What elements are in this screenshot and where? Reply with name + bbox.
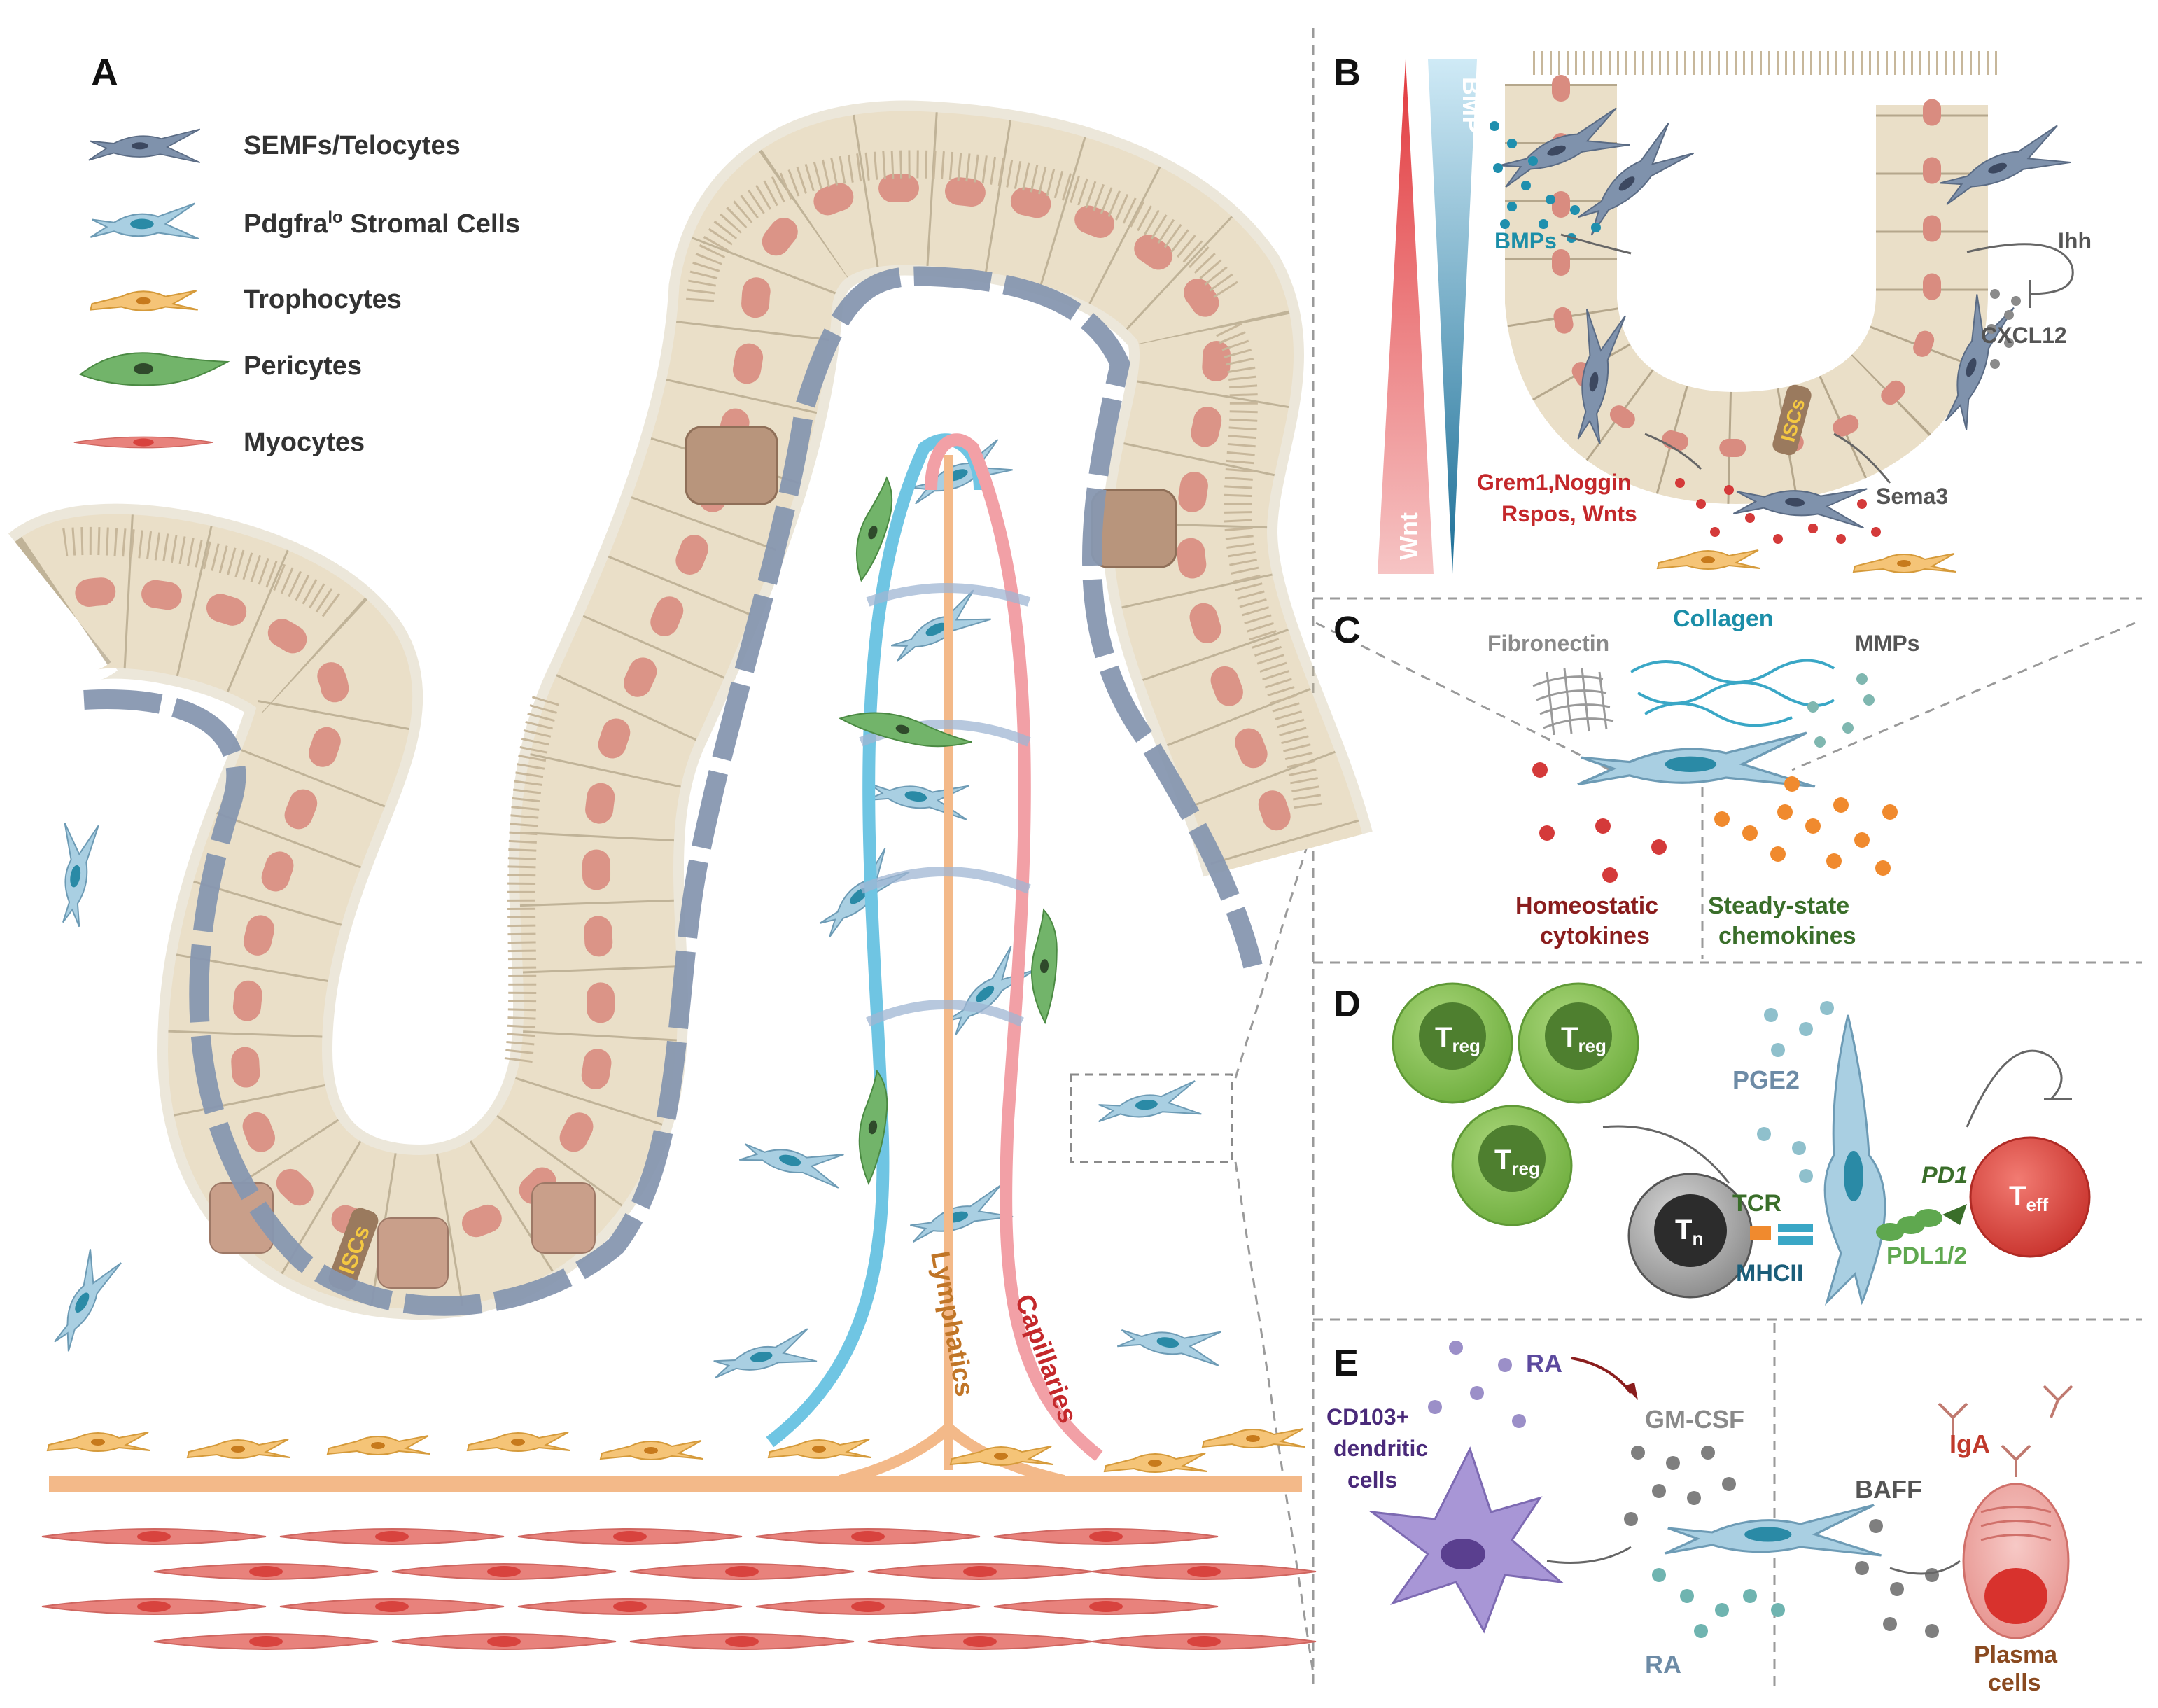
- panel-a-letter: A: [91, 52, 118, 94]
- mmps-label: MMPs: [1855, 631, 1919, 656]
- legend-label-trophocytes: Trophocytes: [244, 285, 402, 314]
- panel-d-letter: D: [1333, 983, 1361, 1025]
- bmp-dots: [1490, 121, 1601, 243]
- vessels: [49, 433, 1302, 1492]
- panel-d: D Treg Treg Treg Tn PGE2: [1333, 982, 2091, 1306]
- epithelium: ISCs: [8, 100, 1373, 1320]
- mhcii-label: MHCII: [1736, 1260, 1803, 1287]
- legend: SEMFs/Telocytes Pdgfralo Stromal Cells T…: [73, 128, 520, 457]
- ihh-label: Ihh: [2058, 228, 2092, 253]
- myocytes-a: [41, 1528, 1317, 1650]
- panel-b: B Wnt BMP ISCs BMPs: [1333, 51, 2092, 574]
- legend-label-stromal: Pdgfralo Stromal Cells: [244, 208, 520, 239]
- wnt-gradient: [1378, 59, 1434, 574]
- ra-bottom-label: RA: [1645, 1650, 1681, 1679]
- legend-item-myocytes: [73, 436, 213, 449]
- panel-b-letter: B: [1333, 52, 1361, 94]
- teff-cell: Teff: [1969, 1136, 2091, 1258]
- legend-item-telocytes: [87, 128, 201, 163]
- baff-label: BAFF: [1855, 1475, 1922, 1504]
- homeostatic-line1: Homeostatic: [1515, 892, 1658, 919]
- fibronectin-label: Fibronectin: [1487, 631, 1609, 656]
- treg-cell-2: Treg: [1518, 982, 1639, 1104]
- svg-text:Treg: Treg: [1435, 1022, 1480, 1056]
- lymphatics-label: Lymphatics: [925, 1249, 979, 1399]
- legend-item-pericytes: [79, 352, 230, 386]
- telocyte-sheath: [83, 266, 1263, 1316]
- zoom-inset-box: [1070, 1073, 1233, 1163]
- pge2-label: PGE2: [1732, 1065, 1800, 1094]
- legend-item-trophocytes: [90, 290, 199, 312]
- svg-text:Tn: Tn: [1675, 1214, 1703, 1249]
- gmcsf-label: GM-CSF: [1645, 1405, 1744, 1434]
- panel-a: A SEMFs/Telocytes Pdgfralo Stromal Cells…: [8, 52, 1373, 1650]
- cytokine-dots: [1532, 762, 1667, 883]
- bmp-label: BMP: [1457, 77, 1486, 133]
- grem-label-line1: Grem1,Noggin: [1477, 470, 1631, 495]
- pericytes-a: [838, 476, 1058, 1186]
- trophocytes-a: [47, 1428, 1305, 1473]
- ra-top-label: RA: [1526, 1349, 1562, 1378]
- tcr-label: TCR: [1732, 1190, 1781, 1217]
- dc-line3: cells: [1347, 1467, 1397, 1492]
- pdl-ligands: [1876, 1209, 1942, 1241]
- legend-label-pericytes: Pericytes: [244, 351, 362, 381]
- treg-cell-1: Treg: [1392, 982, 1513, 1104]
- plasma-line2: cells: [1988, 1670, 2041, 1696]
- crypt-b: [1505, 84, 1988, 505]
- homeostatic-line2: cytokines: [1540, 923, 1650, 949]
- tn-cell: Tn: [1627, 1172, 1753, 1298]
- bmps-label: BMPs: [1494, 228, 1557, 253]
- plasma-cell: [1962, 1483, 2070, 1639]
- pdl-label: PDL1/2: [1886, 1242, 1967, 1269]
- collagen-fibers: [1630, 659, 1835, 727]
- panel-c: C Fibronectin Collagen MMPs Homeostatic …: [1333, 606, 1919, 949]
- fibronectin-mesh: [1532, 668, 1614, 736]
- grem-label-line2: Rspos, Wnts: [1501, 501, 1637, 526]
- iga-antibodies: [1938, 1385, 2073, 1477]
- svg-text:Treg: Treg: [1494, 1144, 1540, 1179]
- wnt-label: Wnt: [1394, 512, 1423, 560]
- dc-line2: dendritic: [1333, 1436, 1428, 1461]
- dc-line1: CD103+: [1326, 1404, 1409, 1429]
- legend-item-stromal: [90, 202, 199, 239]
- steady-line2: chemokines: [1718, 923, 1856, 949]
- niche-factor-dots: [1675, 478, 1881, 544]
- svg-text:Teff: Teff: [2009, 1181, 2049, 1215]
- svg-text:Treg: Treg: [1561, 1022, 1606, 1056]
- panel-e: E RA CD103+ dendritic cells GM-CSF RA BA…: [1326, 1340, 2073, 1696]
- steady-line1: Steady-state: [1708, 892, 1849, 919]
- panel-c-letter: C: [1333, 609, 1361, 651]
- pd1-label: PD1: [1921, 1162, 1968, 1189]
- panel-dividers: [1234, 28, 2142, 1690]
- legend-label-myocytes: Myocytes: [244, 428, 365, 457]
- iga-label: IgA: [1949, 1429, 1990, 1458]
- treg-cell-3: Treg: [1451, 1105, 1573, 1226]
- collagen-label: Collagen: [1673, 606, 1774, 632]
- plasma-line1: Plasma: [1974, 1642, 2058, 1668]
- legend-label-telocytes: SEMFs/Telocytes: [244, 131, 461, 160]
- chemokine-dots: [1714, 776, 1898, 876]
- sema3-label: Sema3: [1876, 484, 1948, 509]
- cxcl12-label: CXCL12: [1981, 323, 2067, 348]
- bmp-gradient: [1428, 59, 1477, 574]
- panel-e-letter: E: [1333, 1342, 1359, 1384]
